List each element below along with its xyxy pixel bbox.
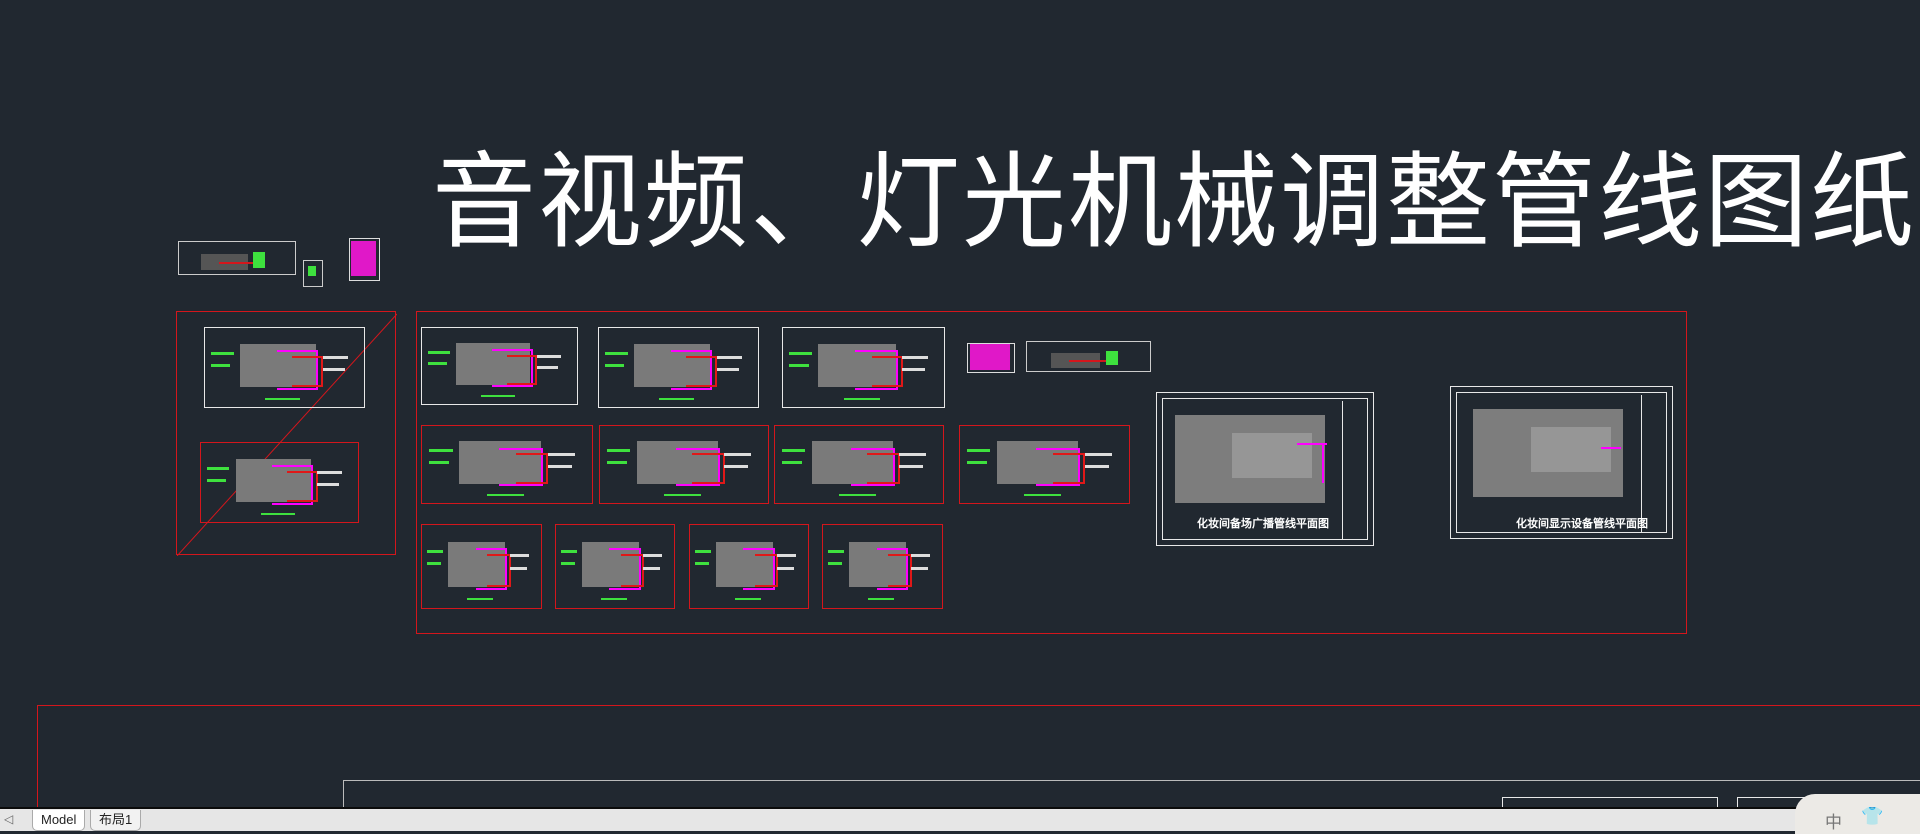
- layout-tab-bar: ◁ Model 布局1: [0, 807, 1920, 831]
- drawing-sheet: [1026, 331, 1151, 380]
- ime-toolbar[interactable]: 中 👕: [1795, 794, 1920, 834]
- tab-layout1[interactable]: 布局1: [90, 810, 142, 831]
- floor-plan-sheet-2: 化妆间显示设备管线平面图: [1450, 386, 1673, 539]
- floor-plan-label-1: 化妆间备场广播管线平面图: [1197, 518, 1329, 530]
- drawing-sheet: [961, 339, 1019, 375]
- tab-model[interactable]: Model: [32, 810, 86, 831]
- drawing-sheet: [421, 425, 593, 504]
- drawing-sheet: [421, 524, 542, 609]
- drawing-sheet: [421, 327, 578, 405]
- drawing-sheet: [774, 425, 944, 504]
- drawing-sheet: [178, 230, 296, 284]
- drawing-sheet: [204, 327, 365, 408]
- drawing-sheet: [689, 524, 809, 609]
- tab-scroll-left-button[interactable]: ◁: [4, 812, 14, 826]
- diagonal-line: [177, 313, 397, 556]
- drawing-sheet: [959, 425, 1130, 504]
- drawing-title: 音视频、灯光机械调整管线图纸: [432, 141, 1917, 263]
- drawing-sheet: [782, 327, 945, 408]
- floor-plan-label-2: 化妆间显示设备管线平面图: [1516, 518, 1648, 530]
- drawing-sheet: [822, 524, 943, 609]
- drawing-sheet: [555, 524, 675, 609]
- main-frame: [416, 311, 1687, 634]
- drawing-sheet: [598, 327, 759, 408]
- shirt-icon[interactable]: 👕: [1861, 806, 1884, 826]
- floor-plan-sheet-1: 化妆间备场广播管线平面图: [1156, 392, 1374, 546]
- left-frame: [176, 311, 397, 556]
- drawing-sheet: [200, 442, 359, 523]
- drawing-sheet: [599, 425, 769, 504]
- bottom-titleblock-1: [1502, 797, 1718, 809]
- bottom-frame: [37, 705, 1920, 825]
- drawing-sheet: [345, 233, 382, 284]
- bottom-sheet-border: [343, 780, 1920, 820]
- ime-mode[interactable]: 中: [1825, 813, 1842, 832]
- drawing-sheet: [301, 257, 323, 288]
